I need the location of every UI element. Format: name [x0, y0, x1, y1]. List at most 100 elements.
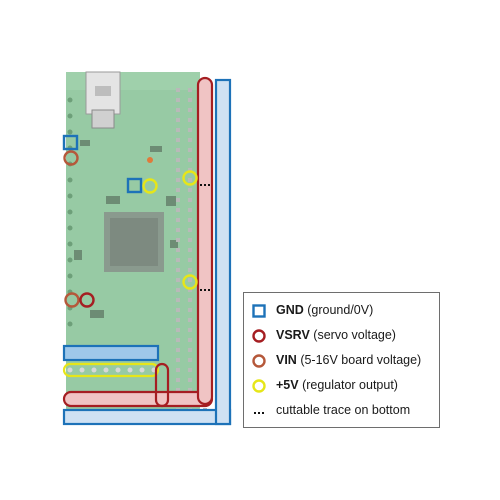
legend-vin-name: VIN — [276, 353, 297, 367]
microcontroller-chip — [104, 212, 164, 272]
header-pin — [188, 228, 192, 232]
header-pin — [91, 367, 97, 373]
legend-cuttable-desc: cuttable trace on bottom — [276, 403, 411, 417]
header-pin — [188, 138, 192, 142]
cuttable-trace-dots — [200, 184, 210, 291]
header-pin — [188, 128, 192, 132]
header-pin — [176, 258, 180, 262]
vin-marker-left — [63, 150, 79, 166]
legend-row-vsrv: VSRV (servo voltage) — [244, 326, 439, 346]
header-pin — [188, 368, 192, 372]
header-pin — [188, 88, 192, 92]
header-pin — [176, 168, 180, 172]
legend-5v-name: +5V — [276, 378, 299, 392]
header-pin — [176, 248, 180, 252]
legend-row-5v: +5V (regulator output) — [244, 376, 439, 396]
header-pin — [188, 258, 192, 262]
legend-row-vin: VIN (5-16V board voltage) — [244, 351, 439, 371]
header-pin — [188, 198, 192, 202]
vin-circle-icon — [252, 354, 266, 368]
legend-row-cuttable: cuttable trace on bottom — [244, 401, 439, 421]
header-pin — [176, 388, 180, 392]
v5-circle-icon — [252, 379, 266, 393]
usb-connector — [85, 71, 121, 129]
header-pin — [188, 188, 192, 192]
header-pin — [176, 238, 180, 242]
header-pin — [176, 278, 180, 282]
header-pin — [67, 177, 73, 183]
header-pin — [67, 257, 73, 263]
header-pin — [67, 321, 73, 327]
header-pin — [176, 118, 180, 122]
header-pin — [176, 158, 180, 162]
gnd-square-icon — [252, 304, 266, 318]
header-pin — [188, 278, 192, 282]
header-pin — [67, 273, 73, 279]
small-components — [74, 140, 178, 318]
header-pin — [176, 228, 180, 232]
vsrv-marker-bottom-left — [79, 292, 95, 308]
header-pin — [188, 218, 192, 222]
legend-gnd-desc: (ground/0V) — [303, 303, 374, 317]
header-pin — [188, 178, 192, 182]
header-pin — [176, 318, 180, 322]
header-pin — [67, 241, 73, 247]
header-pin — [176, 108, 180, 112]
header-pin — [176, 308, 180, 312]
header-pin — [188, 148, 192, 152]
header-pin — [188, 248, 192, 252]
legend-vsrv-desc: (servo voltage) — [309, 328, 396, 342]
v5-marker-center — [142, 178, 158, 194]
header-pin — [188, 338, 192, 342]
header-pin — [188, 268, 192, 272]
header-pin — [188, 168, 192, 172]
header-pin — [188, 158, 192, 162]
header-pin — [176, 188, 180, 192]
gnd-vertical-rail — [214, 78, 232, 426]
header-pin — [176, 368, 180, 372]
header-pin — [188, 288, 192, 292]
header-pin — [103, 367, 109, 373]
header-pin — [176, 138, 180, 142]
header-pin — [188, 378, 192, 382]
header-pin — [188, 348, 192, 352]
v5-marker-right-top — [182, 170, 198, 186]
header-pin — [67, 225, 73, 231]
legend-vin-desc: (5-16V board voltage) — [296, 353, 422, 367]
header-pin — [127, 367, 133, 373]
legend-row-gnd: GND (ground/0V) — [244, 301, 439, 321]
vin-marker-bottom-left — [64, 292, 80, 308]
header-pin — [188, 108, 192, 112]
header-pin — [176, 268, 180, 272]
gnd-marker-left — [62, 134, 79, 151]
header-pin — [67, 193, 73, 199]
vsrv-circle-icon — [252, 329, 266, 343]
header-pin — [188, 388, 192, 392]
header-pin — [67, 113, 73, 119]
legend-gnd-name: GND — [276, 303, 304, 317]
header-pin — [139, 367, 145, 373]
gnd-bottom-edge-highlight — [62, 408, 232, 426]
header-pin — [176, 298, 180, 302]
header-pin — [176, 178, 180, 182]
header-pin — [176, 98, 180, 102]
header-pin — [67, 97, 73, 103]
header-pin — [176, 328, 180, 332]
header-pin — [188, 298, 192, 302]
v5-marker-right-bottom — [182, 274, 198, 290]
header-pin — [188, 308, 192, 312]
header-pin — [176, 218, 180, 222]
header-pin — [188, 238, 192, 242]
gnd-bottom-row-highlight — [62, 344, 160, 362]
header-pin — [79, 367, 85, 373]
v5-bottom-row-highlight — [62, 362, 160, 378]
legend-5v-desc: (regulator output) — [298, 378, 398, 392]
header-pin — [176, 128, 180, 132]
cuttable-dots-icon — [254, 412, 264, 414]
header-pin — [176, 358, 180, 362]
header-pin — [176, 378, 180, 382]
gnd-marker-center — [126, 177, 143, 194]
header-pin — [176, 148, 180, 152]
header-pin — [176, 288, 180, 292]
